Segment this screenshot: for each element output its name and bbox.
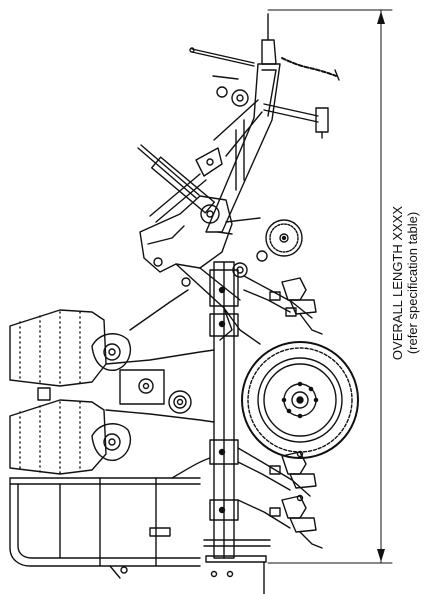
overall-length-label: OVERALL LENGTH XXXX (refer specification…: [390, 206, 420, 360]
main-frame: [139, 195, 268, 341]
top-links: [189, 47, 340, 81]
main-wheel: [241, 341, 359, 459]
seed-meters: [91, 289, 215, 461]
parking-stand: [263, 103, 329, 139]
disc-wheel: [265, 219, 303, 257]
fasteners: [210, 286, 304, 578]
lower-cage-frame: [9, 457, 211, 579]
hopper-upper: [9, 309, 107, 401]
main-beam: [203, 261, 271, 594]
hopper-lower: [9, 399, 107, 475]
dimension-line: [267, 9, 393, 564]
row-units-lower: [237, 447, 323, 549]
overall-length-text: OVERALL LENGTH XXXX: [390, 205, 405, 361]
specification-note: (refer specification table): [405, 211, 420, 355]
hydraulic-cylinder: [137, 144, 223, 223]
row-units-upper: [223, 275, 323, 345]
